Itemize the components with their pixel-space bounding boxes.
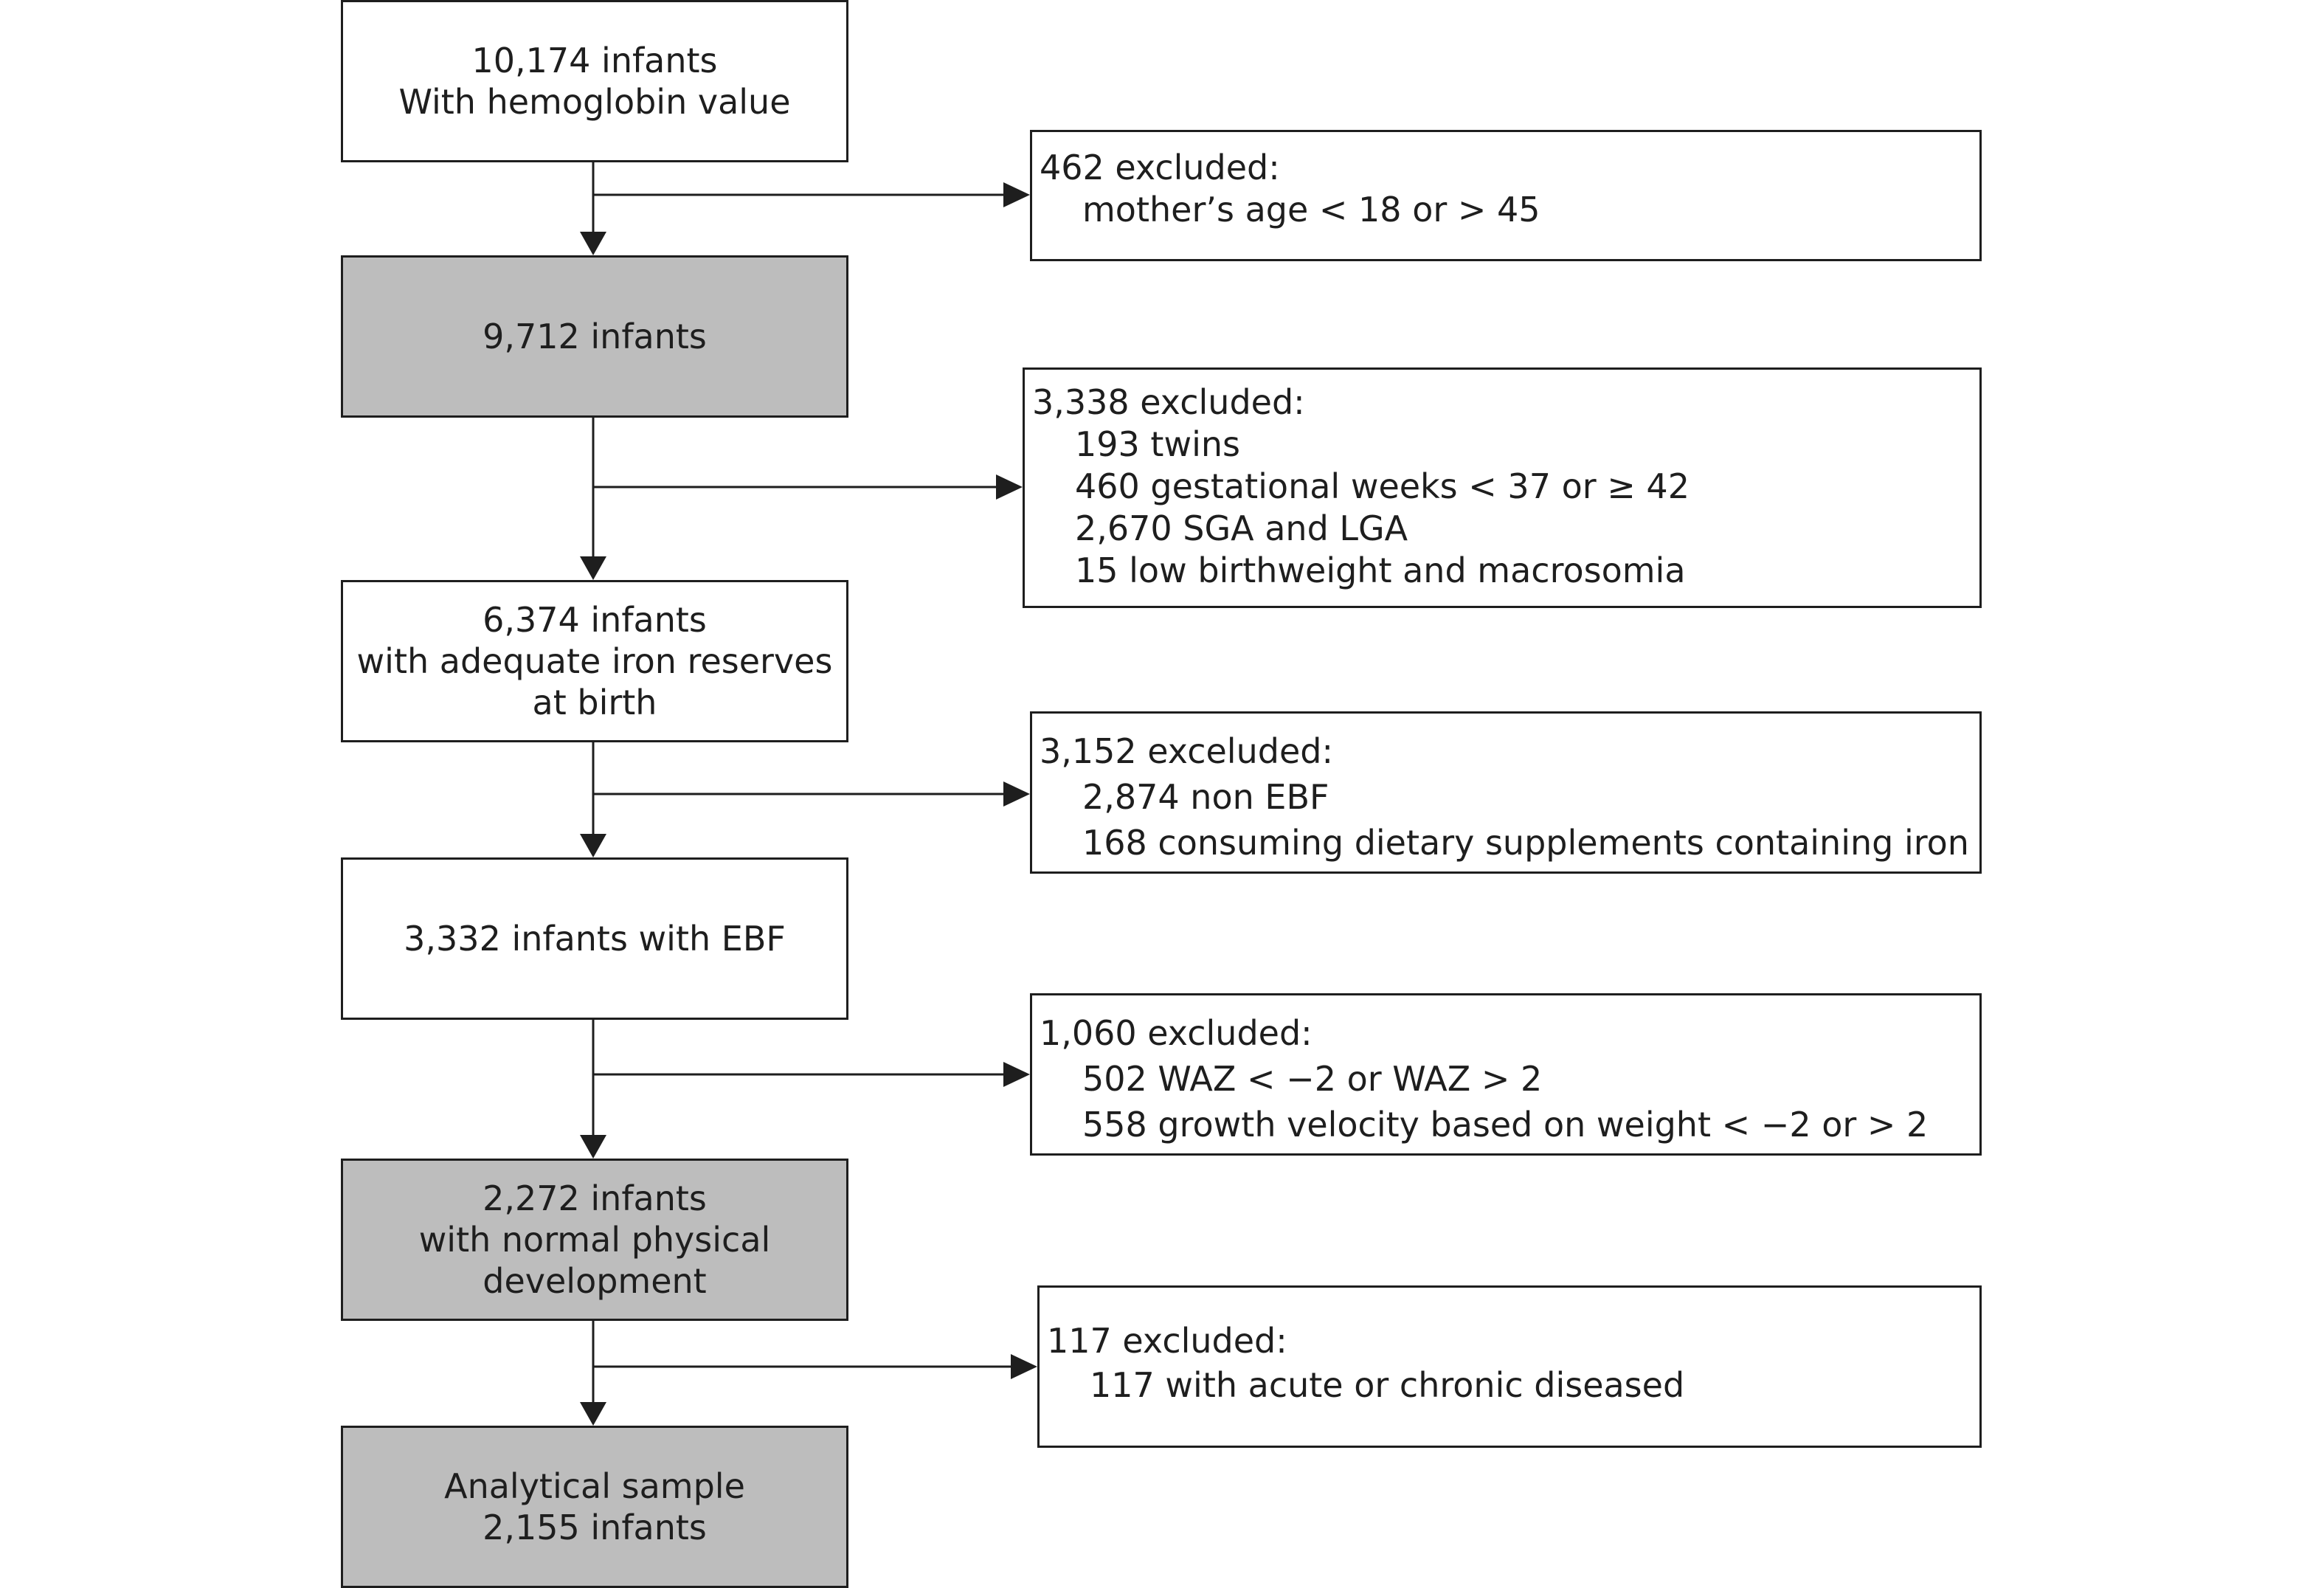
branch-arrowhead-2 [996, 474, 1023, 500]
exclusion-box-1: 462 excluded: mother’s age < 18 or > 45 [1030, 130, 1982, 261]
exclusion-box-4-item-1: 502 WAZ < −2 or WAZ > 2 [1082, 1059, 1543, 1099]
branch-arrowhead-1 [1003, 182, 1030, 207]
exclusion-box-2-item-3: 2,670 SGA and LGA [1075, 508, 1408, 548]
main-box-5-line-2: with normal physical [418, 1220, 771, 1260]
exclusion-box-4: 1,060 excluded: 502 WAZ < −2 or WAZ > 2 … [1030, 993, 1982, 1156]
exclusion-box-3-item-2: 168 consuming dietary supplements contai… [1082, 823, 1969, 863]
exclusion-box-2-item-1: 193 twins [1075, 424, 1240, 464]
exclusion-box-5-title: 117 excluded: [1047, 1321, 1287, 1361]
main-box-3-line-3: at birth [532, 683, 657, 722]
main-box-6-line-1: Analytical sample [444, 1466, 745, 1506]
branch-arrowhead-5 [1011, 1354, 1037, 1379]
exclusion-box-5-item-1: 117 with acute or chronic diseased [1090, 1365, 1685, 1405]
main-box-2: 9,712 infants [341, 255, 848, 418]
exclusion-box-2-item-2: 460 gestational weeks < 37 or ≥ 42 [1075, 466, 1690, 506]
exclusion-box-1-title: 462 excluded: [1040, 148, 1280, 187]
exclusion-box-4-item-2: 558 growth velocity based on weight < −2… [1082, 1105, 1929, 1145]
branch-arrowhead-4 [1003, 1062, 1030, 1087]
main-box-1-line-1: 10,174 infants [471, 41, 718, 80]
main-box-3-line-1: 6,374 infants [483, 600, 707, 640]
main-box-6: Analytical sample 2,155 infants [341, 1426, 848, 1588]
main-box-1: 10,174 infants With hemoglobin value [341, 0, 848, 162]
exclusion-box-3-title: 3,152 exceluded: [1040, 731, 1333, 771]
down-arrowhead-4 [580, 1135, 606, 1159]
down-arrowhead-2 [580, 556, 606, 580]
main-box-2-line-1: 9,712 infants [483, 317, 707, 356]
main-box-4: 3,332 infants with EBF [341, 857, 848, 1020]
main-box-4-line-1: 3,332 infants with EBF [404, 919, 786, 959]
exclusion-box-5: 117 excluded: 117 with acute or chronic … [1037, 1285, 1982, 1448]
exclusion-box-3-item-1: 2,874 non EBF [1082, 777, 1329, 817]
branch-arrowhead-3 [1003, 781, 1030, 807]
exclusion-box-2: 3,338 excluded: 193 twins 460 gestationa… [1023, 367, 1982, 608]
main-box-5-line-1: 2,272 infants [483, 1178, 707, 1218]
exclusion-box-1-item-1: mother’s age < 18 or > 45 [1082, 190, 1540, 229]
main-box-5-line-3: development [483, 1261, 707, 1301]
down-arrowhead-3 [580, 834, 606, 857]
down-arrowhead-5 [580, 1402, 606, 1426]
down-arrowhead-1 [580, 232, 606, 255]
exclusion-box-4-title: 1,060 excluded: [1040, 1013, 1313, 1053]
main-box-1-line-2: With hemoglobin value [398, 82, 791, 122]
exclusion-box-2-item-4: 15 low birthweight and macrosomia [1075, 550, 1686, 590]
main-box-3-line-2: with adequate iron reserves [356, 641, 833, 681]
exclusion-box-3: 3,152 exceluded: 2,874 non EBF 168 consu… [1030, 711, 1982, 874]
main-box-3: 6,374 infants with adequate iron reserve… [341, 580, 848, 742]
exclusion-box-2-title: 3,338 excluded: [1032, 382, 1305, 422]
main-box-5: 2,272 infants with normal physical devel… [341, 1159, 848, 1321]
main-box-6-line-2: 2,155 infants [483, 1508, 707, 1547]
